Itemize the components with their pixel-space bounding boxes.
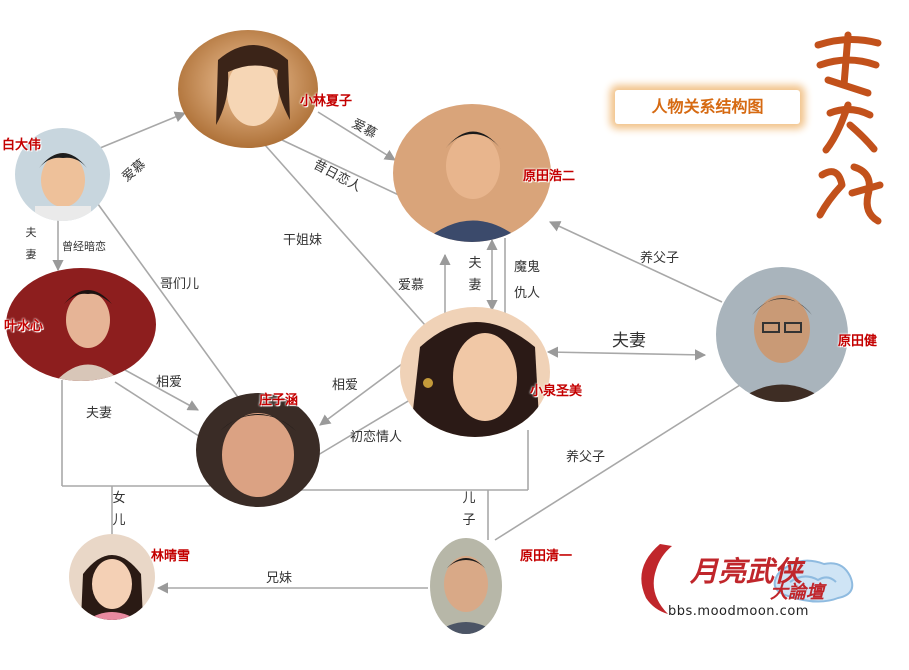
rel-xiaoquan-hao-enemy-1: 魔鬼 [514,260,541,275]
rel-siblings: 兄妹 [266,571,293,586]
rel-jian-hao: 养父子 [640,251,680,266]
name-zhuang: 庄子涵 [259,393,299,408]
line-xiaoquan-jian [546,346,707,361]
portrait-qingyi [430,538,502,634]
logo-url-text: bbs.moodmoon.com [668,604,809,619]
calligraphy-title-image [814,31,884,225]
rel-xiaoquan-zhuang-first: 初恋情人 [350,430,403,445]
line-jian-qingyi [494,384,741,541]
rel-son: 儿子 [462,491,476,528]
line-xiaolin-hao [317,111,396,161]
rel-bai-ye-left: 夫妻 [25,226,37,261]
rel-ye-zhuang-love: 相爱 [156,375,183,390]
portrait-xiaoquan [400,307,550,437]
line-xiaolin-xiaoquan [264,144,426,326]
portrait-xiaolin [178,30,318,148]
diagram-title: 人物关系结构图 [651,97,764,116]
logo-sub-text: 大論壇 [770,582,824,603]
line-jian-hao [548,221,723,303]
rel-daughter: 女儿 [112,491,126,528]
diagram-title-box: 人物关系结构图 [615,90,800,124]
name-qingyi: 原田清一 [520,549,573,564]
rel-xiaoquan-hao-love: 爱慕 [398,278,425,293]
name-ye: 叶水心 [4,319,44,334]
name-yuantian-hao: 原田浩二 [523,169,576,184]
rel-xiaoquan-jian: 夫妻 [612,331,646,351]
portrait-yuantian-jian [716,267,848,402]
name-bai: 白大伟 [2,138,42,153]
portrait-lin [69,534,155,620]
name-yuantian-jian: 原田健 [838,334,878,349]
forum-logo [641,544,854,614]
rel-xiaoquan-hao-enemy-2: 仇人 [514,286,541,301]
rel-bai-ye: 曾经暗恋 [62,240,106,253]
portrait-ye [6,268,156,381]
line-ye-zhuang-spouse [114,381,206,441]
rel-xiaoquan-hao-spouse: 夫妻 [468,256,482,293]
line-xiaoquan-zhuang-love [319,357,411,426]
rel-jian-qingyi: 养父子 [566,450,606,465]
line-ye-zhuang-love [124,369,199,411]
portrait-yuantian-hao [393,104,551,242]
line-bai-zhuang [94,199,241,401]
logo-main-text: 月亮武侠 [690,555,803,588]
line-bai-xiaolin [99,111,187,149]
portrait-zhuang [196,393,320,507]
portrait-bai [15,128,110,221]
rel-xiaoquan-zhuang-love: 相爱 [332,378,359,393]
name-xiaolin: 小林夏子 [300,94,353,109]
rel-xiaolin-xiaoquan: 干姐妹 [283,233,323,248]
rel-bai-zhuang: 哥们儿 [160,277,200,292]
rel-ye-zhuang-spouse: 夫妻 [86,406,113,421]
name-xiaoquan: 小泉圣美 [530,384,583,399]
name-lin: 林晴雪 [151,549,191,564]
